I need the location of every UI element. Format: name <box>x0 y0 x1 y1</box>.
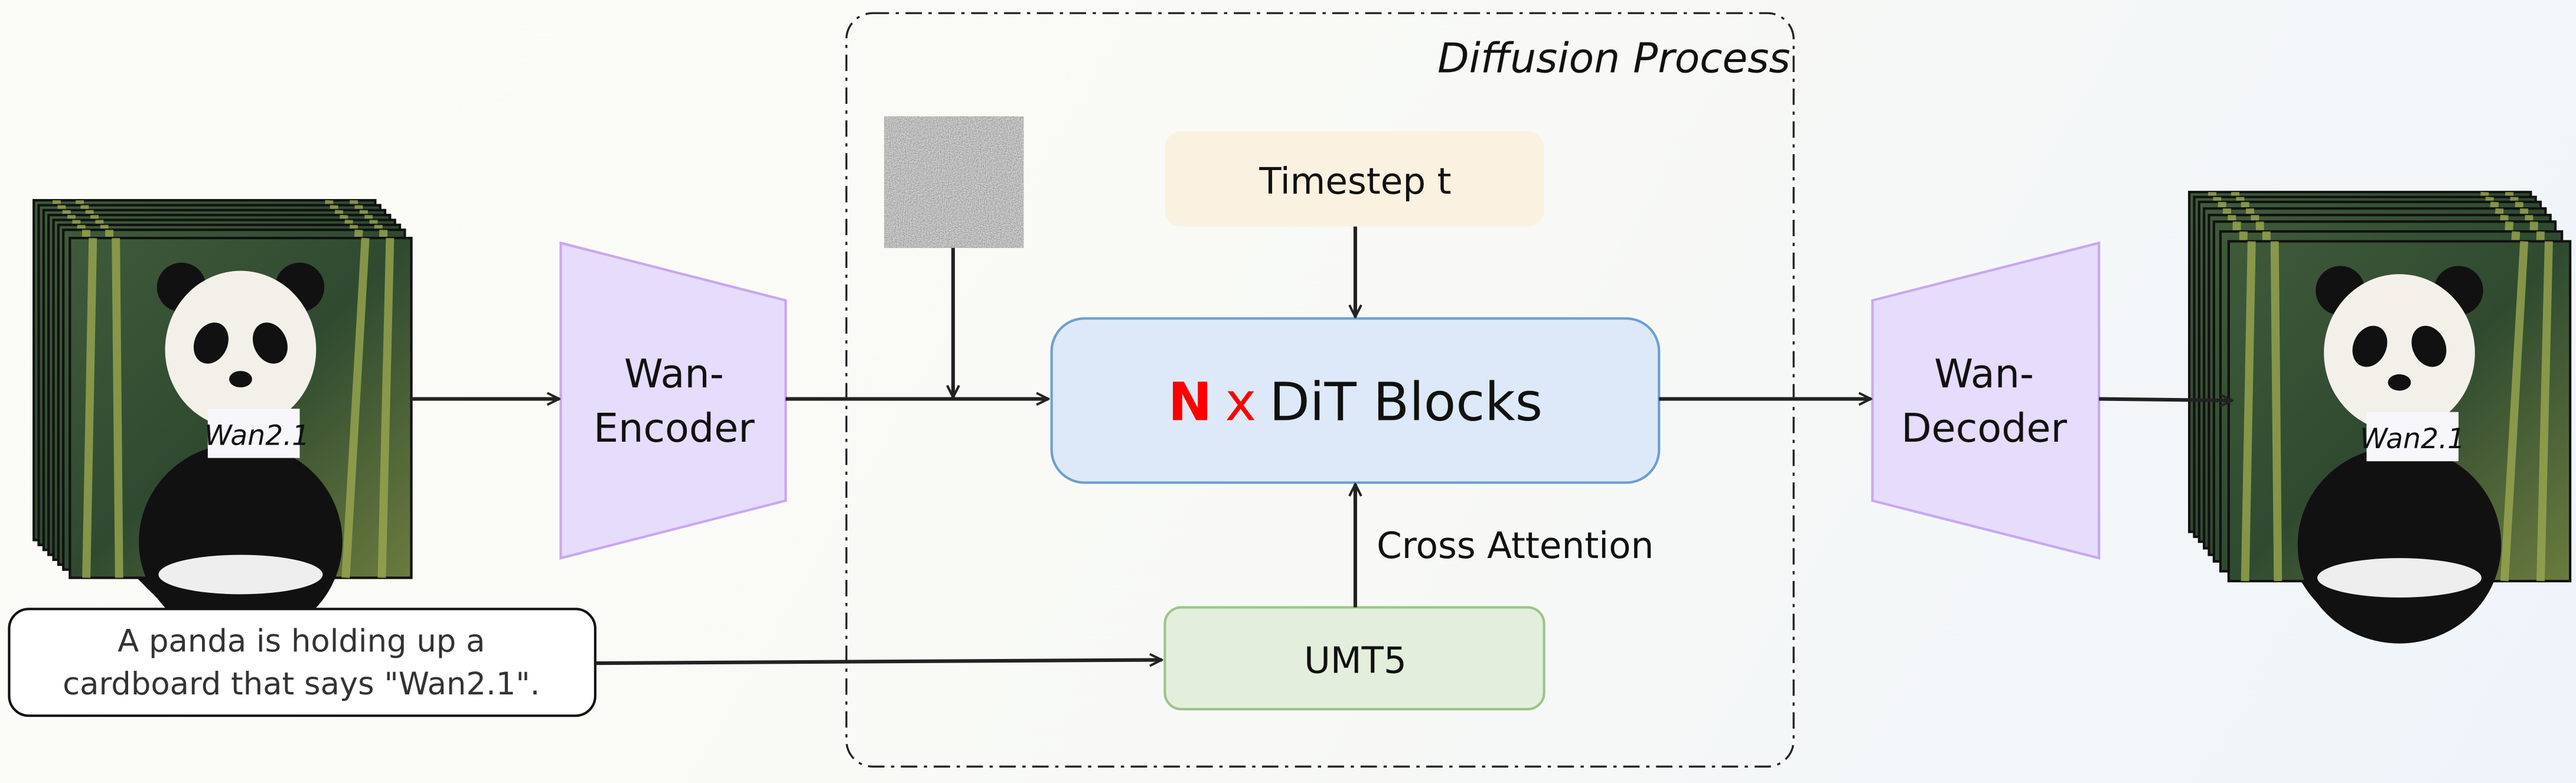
diffusion-process-region <box>845 12 1795 768</box>
decoder-label-line1: Wan- <box>1934 351 2034 397</box>
decoder-label-line2: Decoder <box>1901 405 2067 451</box>
diffusion-process-label: Diffusion Process <box>1437 34 1790 82</box>
encoder-label-line1: Wan- <box>624 351 724 397</box>
noise-image <box>884 116 1024 248</box>
cross-attention-label: Cross Attention <box>1377 525 1654 567</box>
dit-blocks-box <box>1050 317 1661 484</box>
arrow-decoder-to-output <box>2099 399 2232 401</box>
dit-label: DiT Blocks <box>1269 371 1543 433</box>
output-video-frames: Wan2.1 <box>2189 192 2570 643</box>
arrow-prompt-to-umt5 <box>595 660 1162 664</box>
wan-decoder-block <box>1871 241 2101 560</box>
input-video-frames: Wan2.1 <box>34 200 411 640</box>
prompt-line2: cardboard that says "Wan2.1". <box>63 666 540 702</box>
umt5-label: UMT5 <box>1304 640 1407 682</box>
prompt-line1: A panda is holding up a <box>118 624 485 660</box>
input-sign-text: Wan2.1 <box>204 419 309 452</box>
dit-count: N <box>1168 371 1212 433</box>
wan-encoder-block <box>559 241 787 560</box>
dit-times: x <box>1225 371 1257 433</box>
encoder-label-line2: Encoder <box>594 405 755 451</box>
timestep-label: Timestep t <box>1258 161 1451 203</box>
output-sign-text: Wan2.1 <box>2360 423 2465 455</box>
timestep-box <box>1165 131 1544 227</box>
